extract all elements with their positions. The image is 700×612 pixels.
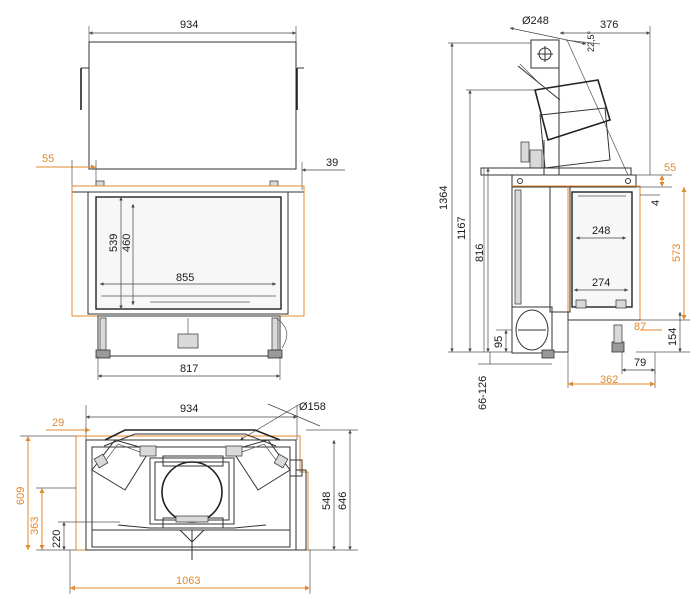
dim-front-39: 39 [326,157,338,169]
dim-front-55: 55 [42,153,54,165]
side-view: Ø248 376 22,5° [438,15,690,410]
dim-side-1364: 1364 [438,186,450,210]
dim-front-539: 539 [108,234,120,252]
dim-side-4: 4 [650,200,662,206]
dim-side-154: 154 [667,328,679,346]
dim-front-817: 817 [180,363,198,375]
dim-plan-646: 646 [337,492,349,510]
front-view: 934 55 39 539 460 [36,19,345,380]
dim-plan-220: 220 [51,530,63,548]
dim-side-55: 55 [664,162,676,174]
dim-front-855: 855 [176,272,194,284]
dim-side-816: 816 [474,244,486,262]
dim-side-feet: 66-126 [477,376,489,410]
dim-side-79: 79 [634,357,646,369]
dim-side-angle: 22,5° [586,30,596,52]
plan-flue-circle [161,461,223,523]
dim-front-460: 460 [121,234,133,252]
dim-side-flue: Ø248 [522,15,549,27]
dim-plan-air: Ø158 [299,401,326,413]
dim-front-934: 934 [180,19,198,31]
dim-side-362: 362 [600,374,618,386]
dim-plan-1063: 1063 [176,575,200,587]
dim-side-87: 87 [634,321,646,333]
dim-plan-29: 29 [52,417,64,429]
dim-plan-363: 363 [29,517,41,535]
front-glass [95,196,282,310]
dim-side-573: 573 [671,244,683,262]
dim-side-274: 274 [592,277,610,289]
plan-view: 934 29 Ø158 [15,401,358,594]
dim-plan-609: 609 [15,487,27,505]
dim-plan-548: 548 [321,492,333,510]
dim-side-376: 376 [600,19,618,31]
dim-side-1167: 1167 [456,216,468,240]
dim-plan-934: 934 [180,403,198,415]
dim-side-248: 248 [592,225,610,237]
dim-side-95: 95 [493,336,505,348]
side-glass [571,191,633,308]
lift-door-panel [88,41,297,170]
